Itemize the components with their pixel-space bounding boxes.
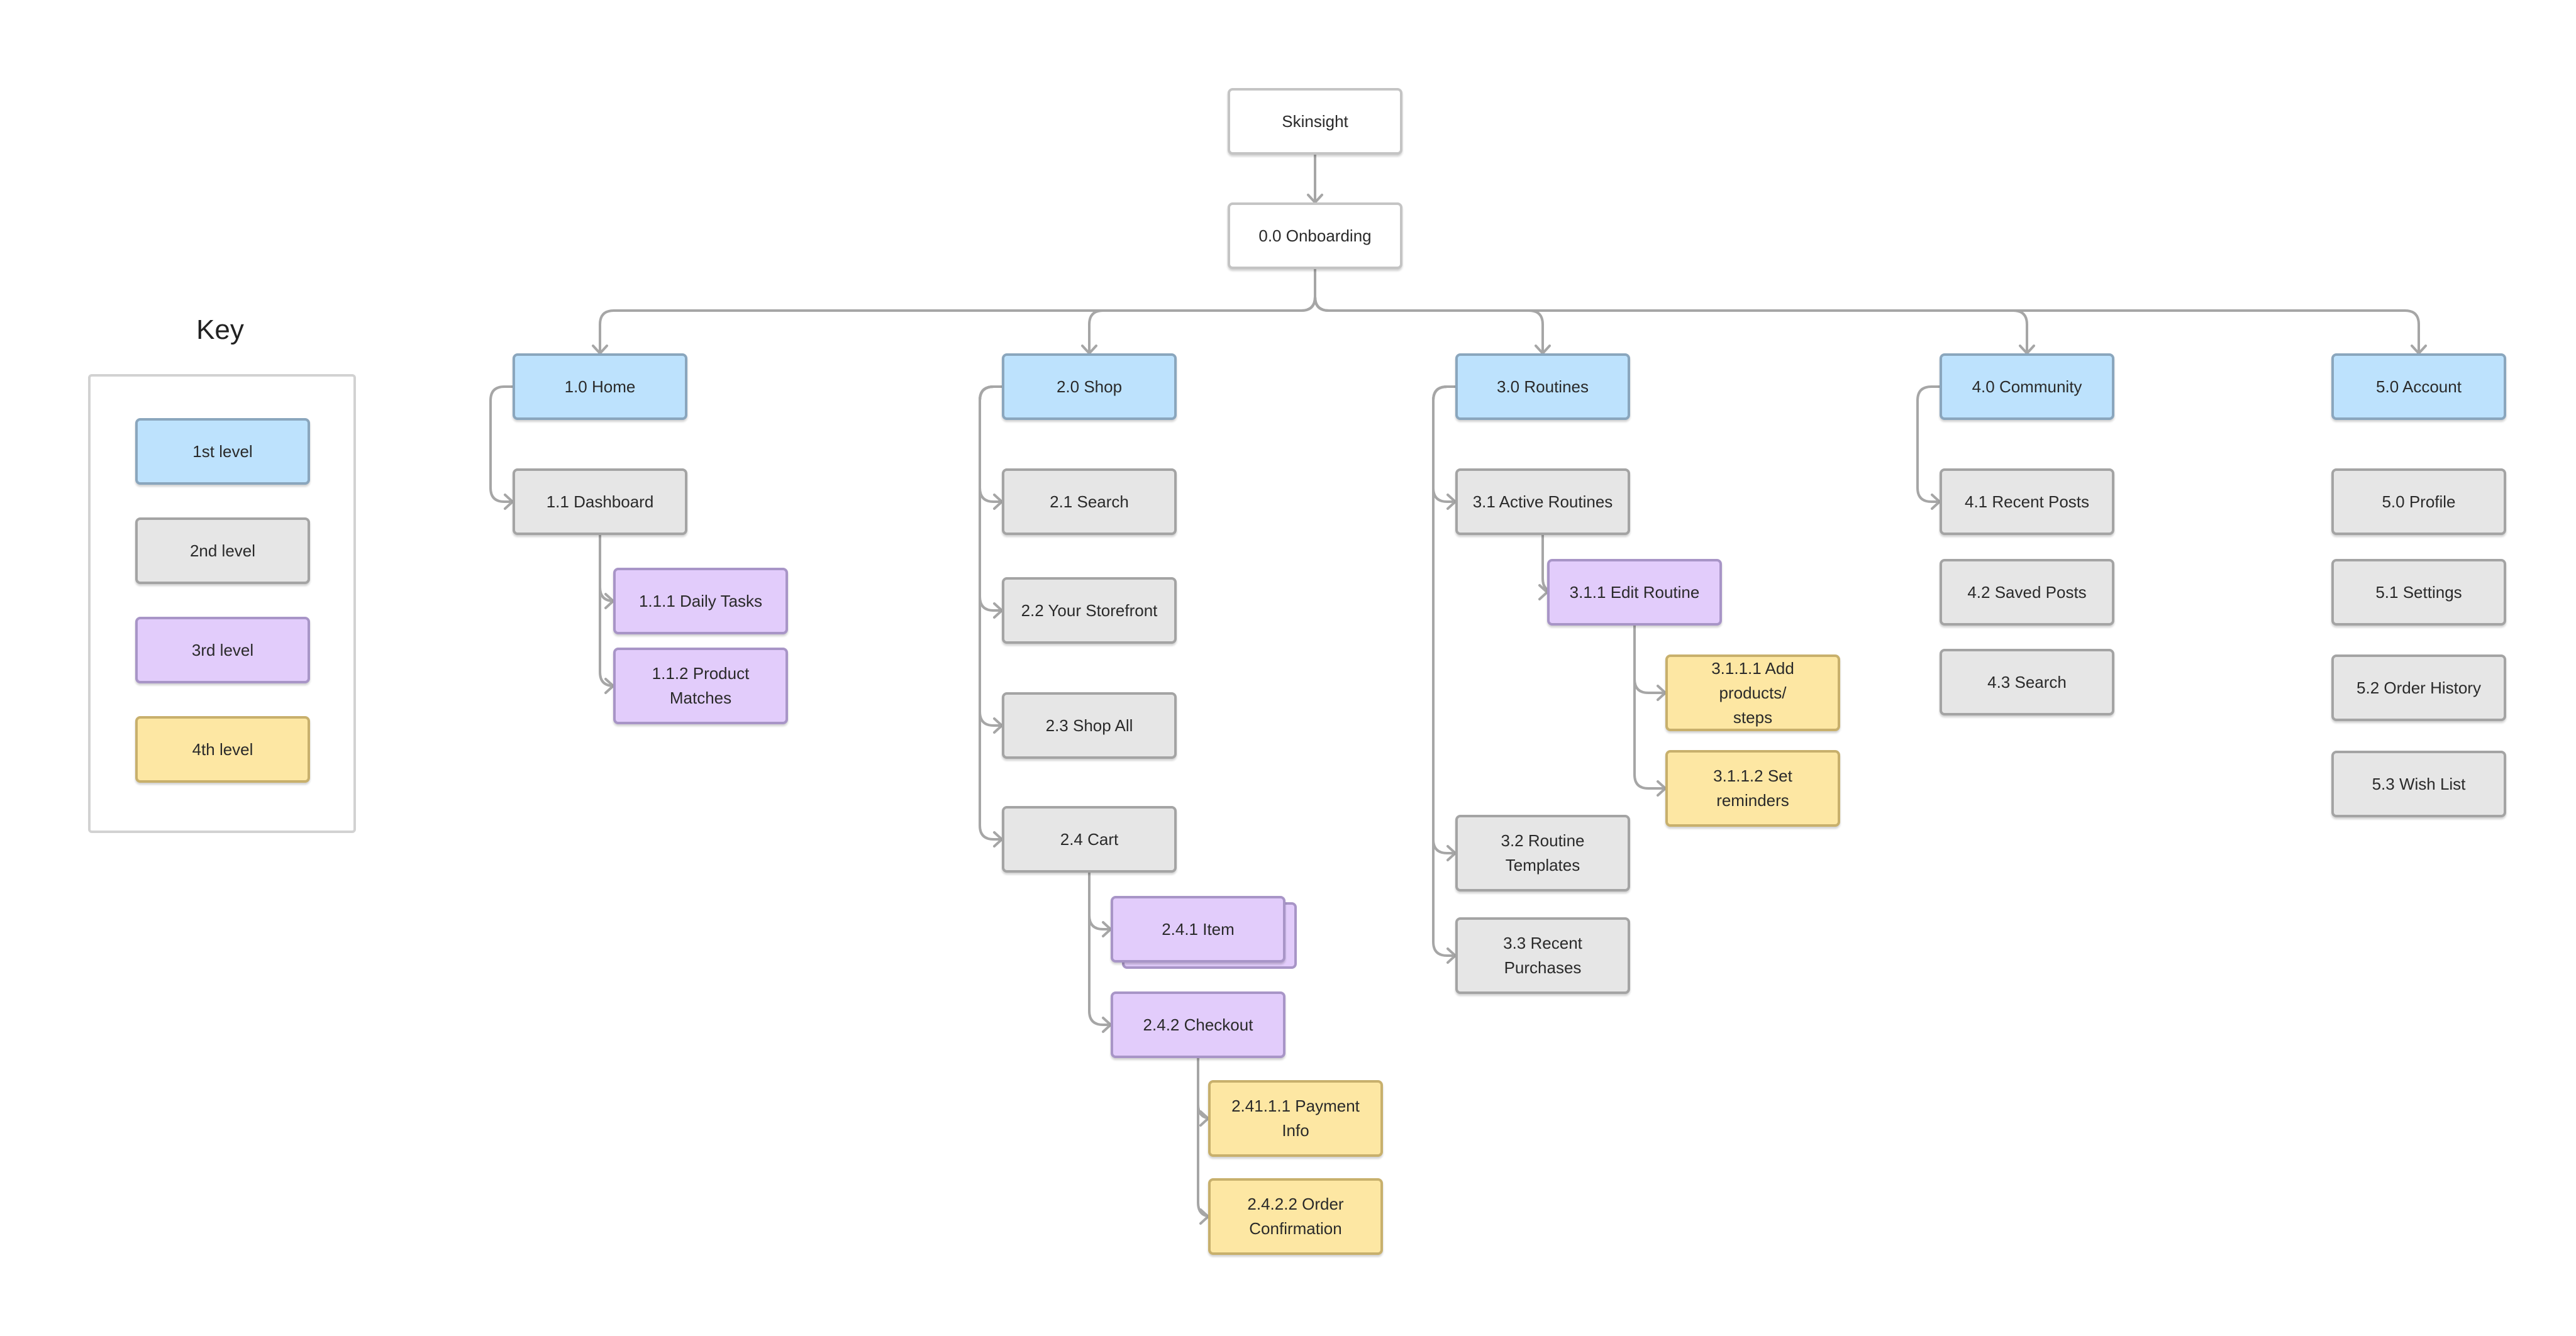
node-shop-all[interactable]: 2.3 Shop All (1002, 692, 1177, 759)
key-1-swatch: 1st level (135, 418, 310, 485)
node-recent-purchases[interactable]: 3.3 Recent Purchases (1455, 917, 1630, 994)
node-daily-tasks[interactable]: 1.1.1 Daily Tasks (613, 568, 788, 634)
connector-edit-routine-set-reminders (1633, 624, 1667, 790)
connector-edit-routine-add-products (1633, 624, 1667, 694)
node-saved-posts[interactable]: 4.2 Saved Posts (1940, 559, 2114, 626)
connector-onboarding-account (1314, 268, 2420, 355)
node-wish-list[interactable]: 5.3 Wish List (2331, 751, 2506, 817)
node-account[interactable]: 5.0 Account (2331, 353, 2506, 420)
connector-arrow-community (2019, 345, 2035, 355)
connector-routines-active-routines (1432, 385, 1457, 503)
node-product-matches[interactable]: 1.1.2 Product Matches (613, 648, 788, 724)
key-title: Key (196, 314, 244, 345)
connector-arrow-home (592, 345, 608, 355)
connector-home-dashboard (489, 385, 514, 503)
connector-arrow-order-confirmation (1199, 1208, 1209, 1225)
connector-cart-checkout (1088, 871, 1112, 1026)
node-shop-search[interactable]: 2.1 Search (1002, 468, 1177, 535)
connector-arrow-set-reminders (1657, 780, 1667, 797)
key-4-swatch: 4th level (135, 716, 310, 783)
node-add-products[interactable]: 3.1.1.1 Add products/ steps (1665, 654, 1840, 731)
node-storefront[interactable]: 2.2 Your Storefront (1002, 577, 1177, 644)
connector-arrow-routine-templates (1446, 845, 1457, 861)
connector-arrow-shop-search (993, 494, 1003, 510)
connector-arrow-storefront (993, 602, 1003, 619)
connector-routines-routine-templates (1432, 385, 1457, 854)
node-checkout[interactable]: 2.4.2 Checkout (1111, 991, 1285, 1058)
connector-arrow-shop-all (993, 717, 1003, 734)
connector-arrow-edit-routine (1538, 584, 1548, 600)
connector-shop-storefront (979, 385, 1003, 612)
connector-arrow-product-matches (604, 678, 614, 694)
connector-arrow-shop (1081, 345, 1097, 355)
connector-arrow-cart (993, 831, 1003, 847)
connector-arrow-recent-purchases (1446, 947, 1457, 964)
node-item[interactable]: 2.4.1 Item (1111, 896, 1285, 963)
connector-arrow-routines (1535, 345, 1551, 355)
connector-arrow-checkout (1102, 1017, 1112, 1033)
connector-onboarding-routines (1314, 268, 1544, 355)
key-2-swatch: 2nd level (135, 517, 310, 584)
node-cart[interactable]: 2.4 Cart (1002, 806, 1177, 873)
connector-shop-shop-search (979, 385, 1003, 503)
node-profile[interactable]: 5.0 Profile (2331, 468, 2506, 535)
connector-arrow-account (2411, 345, 2427, 355)
key-3-swatch: 3rd level (135, 617, 310, 683)
node-routine-templates[interactable]: 3.2 Routine Templates (1455, 815, 1630, 892)
node-order-history[interactable]: 5.2 Order History (2331, 654, 2506, 721)
connector-dashboard-daily-tasks (599, 534, 615, 602)
node-home[interactable]: 1.0 Home (513, 353, 687, 420)
connector-arrow-add-products (1657, 685, 1667, 701)
connector-arrow-onboarding (1307, 194, 1323, 204)
connector-community-recent-posts (1916, 385, 1941, 503)
connector-arrow-dashboard (504, 494, 514, 510)
connector-dashboard-product-matches (599, 534, 615, 687)
connector-routines-recent-purchases (1432, 385, 1457, 957)
node-routines[interactable]: 3.0 Routines (1455, 353, 1630, 420)
connector-onboarding-shop (1088, 268, 1316, 355)
node-settings[interactable]: 5.1 Settings (2331, 559, 2506, 626)
node-skinsight[interactable]: Skinsight (1228, 88, 1402, 155)
connector-arrow-item (1102, 921, 1112, 937)
connector-cart-item (1088, 871, 1112, 930)
node-order-confirmation[interactable]: 2.4.2.2 Order Confirmation (1208, 1178, 1383, 1255)
connector-arrow-payment (1199, 1110, 1209, 1127)
connector-arrow-recent-posts (1931, 494, 1941, 510)
connector-shop-cart (979, 385, 1003, 841)
node-set-reminders[interactable]: 3.1.1.2 Set reminders (1665, 750, 1840, 827)
connector-shop-shop-all (979, 385, 1003, 727)
node-dashboard[interactable]: 1.1 Dashboard (513, 468, 687, 535)
connector-onboarding-community (1314, 268, 2028, 355)
node-payment[interactable]: 2.41.1.1 Payment Info (1208, 1080, 1383, 1157)
node-shop[interactable]: 2.0 Shop (1002, 353, 1177, 420)
node-onboarding[interactable]: 0.0 Onboarding (1228, 202, 1402, 269)
connector-arrow-active-routines (1446, 494, 1457, 510)
node-community-search[interactable]: 4.3 Search (1940, 649, 2114, 715)
connector-arrow-daily-tasks (604, 593, 614, 609)
connector-onboarding-home (599, 268, 1316, 355)
node-community[interactable]: 4.0 Community (1940, 353, 2114, 420)
node-recent-posts[interactable]: 4.1 Recent Posts (1940, 468, 2114, 535)
node-edit-routine[interactable]: 3.1.1 Edit Routine (1547, 559, 1722, 626)
node-active-routines[interactable]: 3.1 Active Routines (1455, 468, 1630, 535)
